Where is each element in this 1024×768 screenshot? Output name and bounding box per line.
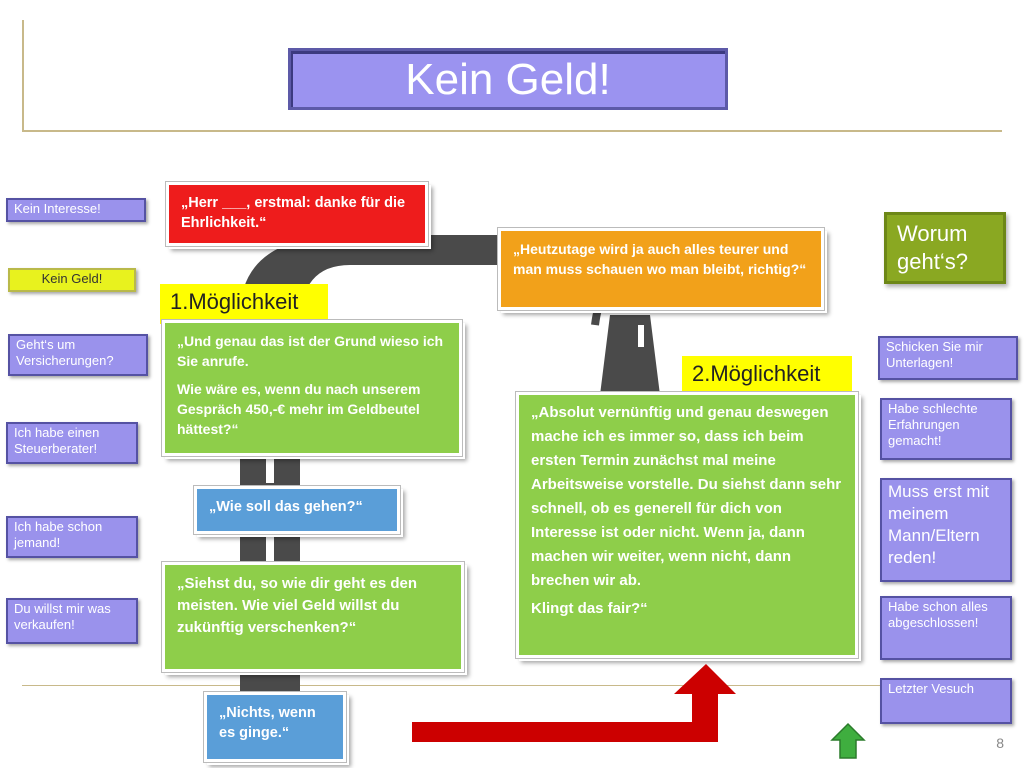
nav-mann-eltern[interactable]: Muss erst mit meinem Mann/Eltern reden!	[880, 478, 1012, 582]
card-danke-ehrlichkeit: „Herr ___, erstmal: danke für die Ehrlic…	[165, 181, 429, 247]
nav-steuerberater[interactable]: Ich habe einen Steuerberater!	[6, 422, 138, 464]
nav-letzter-versuch[interactable]: Letzter Vesuch	[880, 678, 1012, 724]
card-text: Wie wäre es, wenn du nach unserem Gesprä…	[177, 381, 421, 437]
nav-verkaufen[interactable]: Du willst mir was verkaufen!	[6, 598, 138, 644]
card-teurer: „Heutzutage wird ja auch alles teurer un…	[497, 227, 825, 311]
road-right	[600, 315, 660, 395]
card-arbeitsweise: „Absolut vernünftig und genau deswegen m…	[515, 391, 859, 659]
page-number: 8	[996, 735, 1004, 751]
road-dash	[266, 535, 274, 563]
nav-kein-interesse[interactable]: Kein Interesse!	[6, 198, 146, 222]
nav-schon-jemand[interactable]: Ich habe schon jemand!	[6, 516, 138, 558]
nav-unterlagen[interactable]: Schicken Sie mir Unterlagen!	[878, 336, 1018, 380]
card-geld-verschenken: „Siehst du, so wie dir geht es den meist…	[161, 561, 465, 673]
card-text: „Und genau das ist der Grund wieso ich S…	[177, 333, 444, 369]
nav-schlechte-erfahrungen[interactable]: Habe schlechte Erfahrungen gemacht!	[880, 398, 1012, 460]
worum-gehts-button[interactable]: Worum geht‘s?	[884, 212, 1006, 284]
frame-line-horizontal	[22, 130, 1002, 132]
road-curve	[240, 235, 540, 325]
road-dash	[266, 455, 274, 483]
nav-abgeschlossen[interactable]: Habe schon alles abgeschlossen!	[880, 596, 1012, 660]
nav-kein-geld[interactable]: Kein Geld!	[8, 268, 136, 292]
nav-versicherungen[interactable]: Geht‘s um Versicherungen?	[8, 334, 148, 376]
card-text: „Absolut vernünftig und genau deswegen m…	[531, 404, 842, 589]
road-dash	[638, 325, 644, 347]
card-grund-anruf: „Und genau das ist der Grund wieso ich S…	[161, 319, 463, 457]
red-arrow-icon	[412, 664, 736, 742]
frame-line-vertical	[22, 20, 24, 130]
bottom-divider	[22, 685, 1002, 686]
page-title: Kein Geld!	[288, 48, 728, 110]
label-moeglichkeit-1: 1.Möglichkeit	[160, 284, 328, 324]
card-wie-soll: „Wie soll das gehen?“	[193, 485, 401, 535]
label-moeglichkeit-2: 2.Möglichkeit	[682, 356, 852, 396]
home-up-icon[interactable]	[830, 722, 866, 760]
card-nichts-wenn: „Nichts, wenn es ginge.“	[203, 691, 347, 763]
card-text: Klingt das fair?“	[531, 600, 648, 617]
